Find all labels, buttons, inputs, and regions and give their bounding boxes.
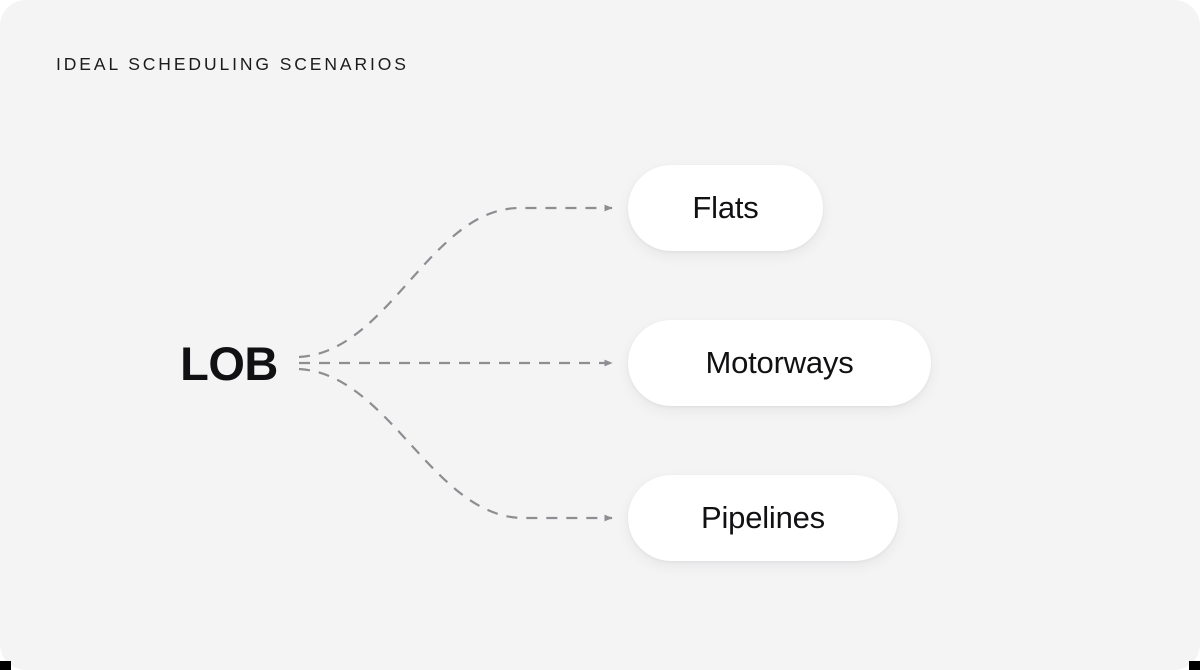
root-node-lob: LOB [160, 333, 298, 393]
node-flats-label: Flats [692, 190, 759, 225]
page-title: IDEAL SCHEDULING SCENARIOS [56, 54, 409, 74]
node-pipelines[interactable]: Pipelines [628, 475, 898, 561]
node-flats[interactable]: Flats [628, 165, 823, 251]
connector-lob-to-flats [298, 204, 613, 359]
connector-lob-to-pipelines [298, 367, 613, 522]
node-motorways[interactable]: Motorways [628, 320, 931, 406]
root-node-label: LOB [180, 336, 278, 390]
node-motorways-label: Motorways [705, 345, 854, 380]
node-pipelines-label: Pipelines [700, 500, 825, 535]
bottom-left-corner-marker [0, 661, 11, 670]
bottom-right-corner-marker [1189, 661, 1200, 670]
